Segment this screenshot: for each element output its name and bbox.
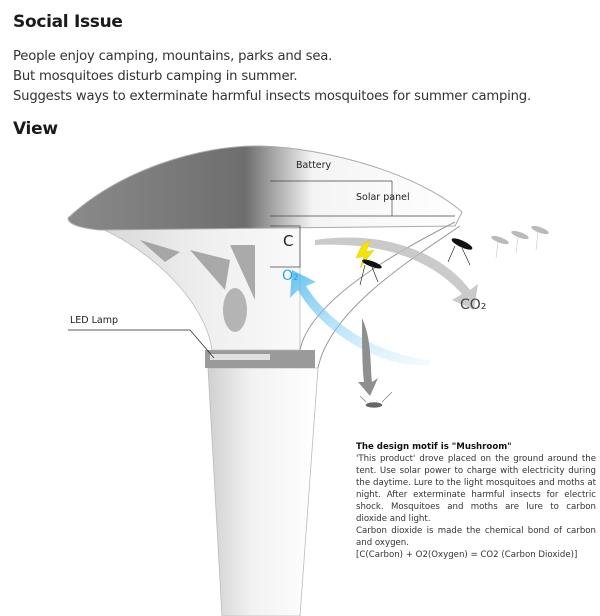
oxygen-label: O₂ — [282, 268, 299, 284]
lightning-icon — [355, 239, 375, 269]
social-issue-heading: Social Issue — [13, 12, 123, 32]
view-heading: View — [13, 119, 58, 139]
lamp-post — [207, 367, 319, 616]
description-paragraph: 'This product' drove placed on the groun… — [356, 454, 596, 524]
led-lamp-leader — [68, 329, 215, 359]
description-formula: [C(Carbon) + O2(Oxygen) = CO2 (Carbon Di… — [356, 550, 578, 560]
design-description: The design motif is "Mushroom" 'This pro… — [356, 441, 596, 561]
social-issue-line: Suggests ways to exterminate harmful ins… — [13, 89, 531, 104]
social-issue-line: But mosquitoes disturb camping in summer… — [13, 69, 298, 84]
led-lamp-label: LED Lamp — [70, 315, 119, 326]
solar-panel-label: Solar panel — [356, 192, 410, 203]
oxygen-arrow — [290, 270, 430, 366]
battery-label: Battery — [296, 160, 332, 171]
co2-arrow — [315, 237, 478, 310]
mosquito-swarm-icon — [491, 225, 549, 259]
lamp-stem — [99, 227, 301, 351]
mushroom-cap — [67, 145, 463, 231]
mosquito-icon — [359, 238, 473, 286]
carbon-label: C — [283, 232, 294, 250]
social-issue-text: People enjoy camping, mountains, parks a… — [13, 47, 531, 107]
social-issue-line: People enjoy camping, mountains, parks a… — [13, 49, 333, 64]
co2-label: CO₂ — [460, 297, 487, 313]
falling-insect-arrow — [358, 318, 378, 396]
description-paragraph: Carbon dioxide is made the chemical bond… — [356, 526, 596, 548]
dead-mosquito-icon — [359, 391, 393, 408]
description-title: The design motif is "Mushroom" — [356, 442, 512, 452]
